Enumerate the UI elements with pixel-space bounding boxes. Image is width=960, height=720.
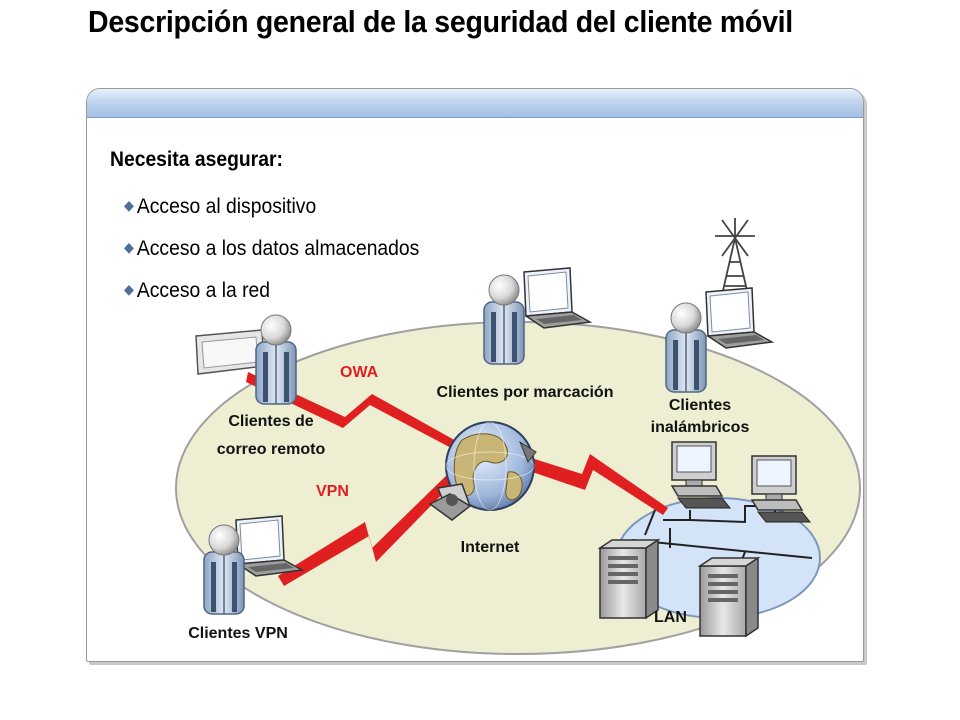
lan-lightning-link-icon xyxy=(503,450,668,515)
vpn-label: VPN xyxy=(316,483,349,500)
owa-label: OWA xyxy=(340,364,379,381)
slide-title: Descripción general de la seguridad del … xyxy=(88,4,793,39)
bullet-icon: ◆ xyxy=(124,197,134,213)
vpn-lightning-link-icon xyxy=(278,470,458,586)
lan-label: LAN xyxy=(654,609,687,626)
dialup-laptop-icon xyxy=(523,267,591,329)
remote-mail-person-icon xyxy=(255,314,297,405)
vpn-person-icon xyxy=(203,524,245,615)
wireless-person-icon xyxy=(665,302,707,393)
internet-label: Internet xyxy=(460,539,520,556)
remote-mail-label: Clientes de correo remoto xyxy=(216,413,326,458)
lan-server-1-icon xyxy=(599,539,659,619)
remote-mail-client xyxy=(195,314,297,405)
radio-tower-icon xyxy=(715,218,755,296)
lan-server-2-icon xyxy=(699,557,759,637)
bullet-item: ◆Acceso a la red xyxy=(124,275,419,317)
bullet-list: ◆Acceso al dispositivo ◆Acceso a los dat… xyxy=(124,191,445,317)
panel-header-bar xyxy=(87,89,863,118)
section-heading: Necesita asegurar: xyxy=(110,148,283,171)
internet-globe-icon xyxy=(445,421,535,511)
dialup-label: Clientes por marcación xyxy=(436,384,614,401)
dialup-person-icon xyxy=(483,274,525,365)
wireless-label: Clientes inalámbricos xyxy=(650,397,750,436)
wireless-laptop-icon xyxy=(705,287,773,349)
firewall-icon xyxy=(428,440,537,521)
bullet-item: ◆Acceso a los datos almacenados xyxy=(124,233,419,275)
bullet-icon: ◆ xyxy=(124,239,134,255)
vpn-clients-label: Clientes VPN xyxy=(188,625,288,642)
bullet-item: ◆Acceso al dispositivo xyxy=(124,191,419,233)
bullet-icon: ◆ xyxy=(124,281,134,297)
